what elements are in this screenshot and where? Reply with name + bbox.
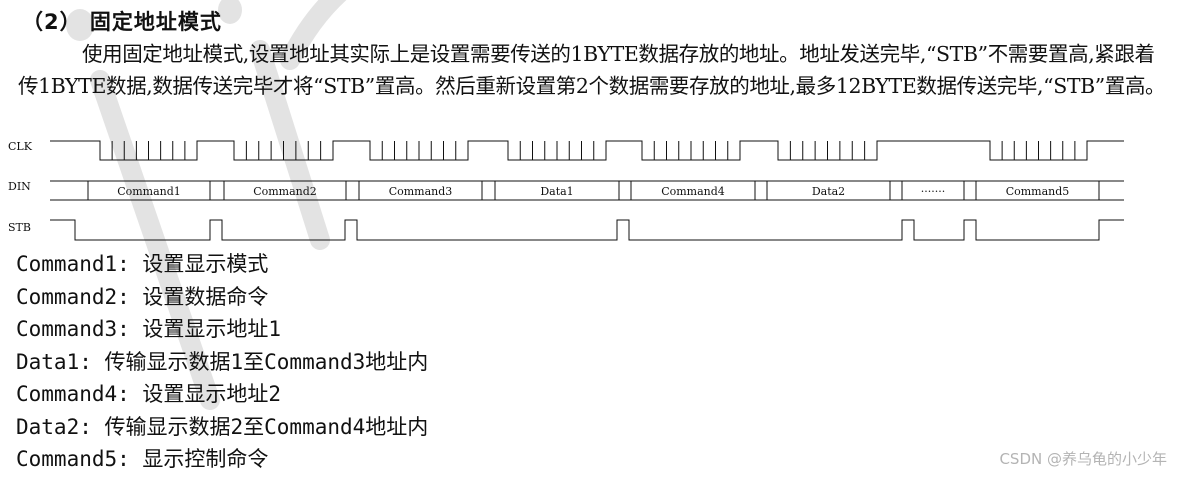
signal-label-stb: STB: [8, 221, 31, 234]
section-heading: （2） 固定地址模式: [22, 10, 222, 34]
din-field-command2: Command2: [253, 185, 317, 198]
signal-label-clk: CLK: [8, 140, 33, 153]
legend-item-command5: Command5: 显示控制命令: [16, 447, 269, 471]
din-field-command5: Command5: [1006, 185, 1070, 198]
din-field-command3: Command3: [389, 185, 453, 198]
stb-waveform: [50, 219, 1124, 241]
din-field-command4: Command4: [661, 185, 725, 198]
legend-item-data1: Data1: 传输显示数据1至Command3地址内: [16, 349, 429, 374]
din-field-data1: Data1: [540, 185, 573, 198]
legend-list: Command1: 设置显示模式 Command2: 设置数据命令 Comman…: [16, 248, 428, 476]
legend-item-command4: Command4: 设置显示地址2: [16, 382, 282, 406]
credit-watermark: CSDN @养乌龟的小少年: [999, 450, 1167, 468]
legend-item-command1: Command1: 设置显示模式: [16, 252, 269, 276]
legend-item-data2: Data2: 传输显示数据2至Command4地址内: [16, 414, 429, 439]
din-bus: Command1 Command2 Command3 Data1 Command4 Dat…: [50, 180, 1124, 201]
din-field-command1: Command1: [117, 185, 181, 198]
legend-item-command3: Command3: 设置显示地址1: [16, 317, 282, 341]
din-field-ellipsis: ·······: [921, 185, 945, 198]
legend-item-command2: Command2: 设置数据命令: [16, 284, 269, 309]
din-field-data2: Data2: [812, 185, 845, 198]
signal-label-din: DIN: [8, 180, 31, 193]
timing-diagram: CLK DIN STB Command1 Command2 Command3 Data…: [8, 140, 1124, 241]
clk-waveform: [50, 140, 1124, 161]
description-paragraph: 使用固定地址模式,设置地址其实际上是设置需要传送的1BYTE数据存放的地址。地址…: [18, 42, 1166, 98]
